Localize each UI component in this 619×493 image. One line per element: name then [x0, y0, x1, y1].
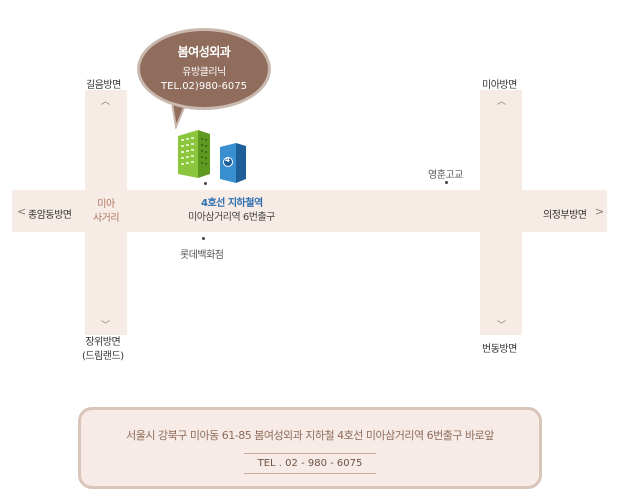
direction-north-right: 미아방면 [482, 80, 517, 91]
junction-label-line2: 사거리 [92, 213, 120, 224]
junction-label: 미아 사거리 [92, 198, 120, 226]
station-exit: 미아삼거리역 6번출구 [188, 212, 275, 223]
building-location-dot [204, 182, 207, 185]
arrow-up-icon: ︿ [497, 97, 507, 107]
school-label: 영훈고교 [428, 170, 463, 181]
arrow-down-icon: ﹀ [101, 321, 111, 331]
right-vertical-road [480, 90, 522, 335]
junction-label-line1: 미아 [97, 199, 115, 210]
store-location-dot [202, 237, 205, 240]
clinic-subtitle: 유방클리닉 [182, 67, 226, 78]
direction-north-left: 길음방면 [86, 80, 121, 91]
station-name: 4호선 지하철역 [201, 198, 263, 209]
subway-line-number: 4 [225, 156, 230, 164]
bubble-tail [170, 103, 188, 129]
address-text: 서울시 강북구 미아동 61-85 봄여성외과 지하철 4호선 미아삼거리역 6… [126, 429, 494, 442]
direction-south-left-line2: (드림랜드) [82, 351, 124, 362]
direction-south-right: 번동방면 [482, 344, 517, 355]
arrow-down-icon: ﹀ [497, 321, 507, 331]
direction-east: 의정부방면 [543, 210, 587, 221]
clinic-name: 봄여성외과 [177, 45, 231, 59]
green-building-icon [178, 130, 210, 178]
clinic-phone: TEL.02)980-6075 [161, 81, 247, 92]
store-label: 롯데백화점 [180, 250, 224, 261]
school-location-dot [445, 181, 448, 184]
arrow-up-icon: ︿ [101, 97, 111, 107]
subway-line4-icon: 4 [220, 143, 248, 183]
direction-south-left-line1: 장위방면 [85, 337, 121, 348]
subway-building-shape [220, 143, 246, 183]
arrow-left-icon: < [17, 205, 27, 218]
clinic-callout: 봄여성외과 유방클리닉 TEL.02)980-6075 [137, 28, 271, 110]
direction-south-left: 장위방면 (드림랜드) [82, 336, 124, 364]
address-box: 서울시 강북구 미아동 61-85 봄여성외과 지하철 4호선 미아삼거리역 6… [78, 407, 542, 489]
left-vertical-road [85, 90, 127, 335]
direction-west: 종암동방면 [28, 210, 72, 221]
arrow-right-icon: > [595, 205, 605, 218]
address-phone: TEL . 02 - 980 - 6075 [243, 453, 377, 474]
